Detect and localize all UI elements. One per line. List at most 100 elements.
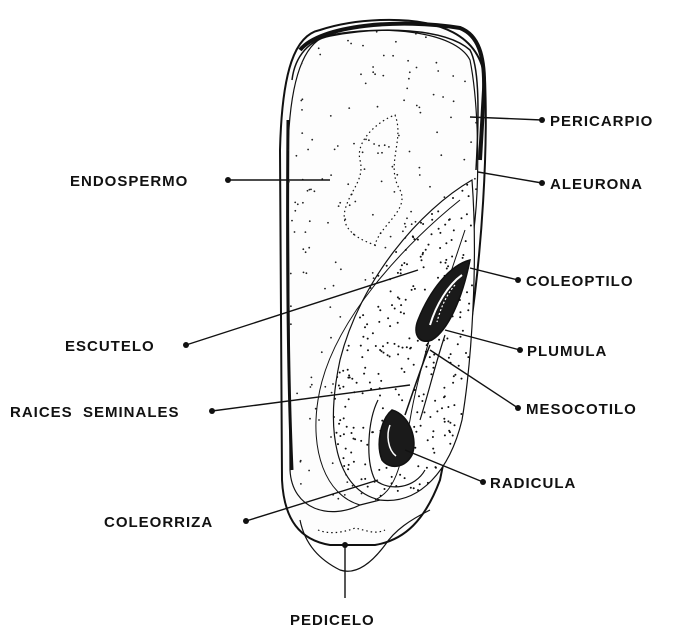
endosperm-dot	[302, 248, 304, 250]
scutellum-dot	[424, 289, 426, 291]
scutellum-dot	[377, 306, 379, 308]
endosperm-dot	[368, 139, 370, 141]
scutellum-dot	[418, 395, 420, 397]
scutellum-dot	[403, 313, 405, 315]
endosperm-dot	[331, 392, 333, 394]
scutellum-dot	[353, 461, 355, 463]
scutellum-dot	[364, 367, 366, 369]
scutellum-dot	[417, 489, 419, 491]
scutellum-dot	[339, 372, 341, 374]
scutellum-dot	[402, 347, 404, 349]
scutellum-dot	[439, 232, 441, 234]
endosperm-dot	[474, 30, 476, 32]
endosperm-dot	[306, 272, 308, 274]
endosperm-dot	[310, 386, 312, 388]
endosperm-dot	[474, 178, 476, 180]
scutellum-dot	[405, 299, 407, 301]
scutellum-dot	[476, 329, 478, 331]
scutellum-dot	[465, 240, 467, 242]
scutellum-dot	[377, 275, 379, 277]
scutellum-dot	[383, 352, 385, 354]
scutellum-dot	[437, 277, 439, 279]
endosperm-dot	[415, 33, 417, 35]
scutellum-dot	[423, 266, 425, 268]
scutellum-dot	[445, 242, 447, 244]
scutellum-dot	[454, 374, 456, 376]
endosperm-dot	[456, 504, 458, 506]
endosperm-dot	[475, 188, 477, 190]
scutellum-dot	[348, 374, 350, 376]
scutellum-dot	[339, 387, 341, 389]
scutellum-dot	[346, 426, 348, 428]
scutellum-dot	[435, 467, 437, 469]
endosperm-dot	[433, 94, 435, 96]
endosperm-dot	[405, 226, 407, 228]
scutellum-dot	[342, 386, 344, 388]
endosperm-dot	[407, 60, 409, 62]
endosperm-dot	[398, 135, 400, 137]
scutellum-dot	[447, 420, 449, 422]
scutellum-dot	[465, 409, 467, 411]
scutellum-dot	[362, 336, 364, 338]
endosperm-dot	[319, 54, 321, 56]
endosperm-dot	[385, 247, 387, 249]
scutellum-dot	[412, 285, 414, 287]
endosperm-dot	[330, 436, 332, 438]
scutellum-dot	[399, 474, 401, 476]
endosperm-dot	[383, 55, 385, 57]
endosperm-dot	[349, 204, 351, 206]
scutellum-dot	[429, 416, 431, 418]
scutellum-dot	[391, 476, 393, 478]
scutellum-dot	[375, 345, 377, 347]
scutellum-dot	[460, 413, 462, 415]
scutellum-dot	[462, 257, 464, 259]
endosperm-dot	[307, 190, 309, 192]
endosperm-dot	[476, 458, 478, 460]
endosperm-dot	[288, 181, 290, 183]
scutellum-dot	[433, 362, 435, 364]
endosperm-dot	[392, 55, 394, 57]
endosperm-dot	[377, 106, 379, 108]
scutellum-dot	[457, 343, 459, 345]
scutellum-dot	[465, 442, 467, 444]
endosperm-dot	[305, 251, 307, 253]
scutellum-dot	[362, 314, 364, 316]
scutellum-dot	[457, 444, 459, 446]
scutellum-dot	[381, 350, 383, 352]
scutellum-dot	[454, 494, 456, 496]
scutellum-dot	[359, 317, 361, 319]
endosperm-dot	[307, 149, 309, 151]
scutellum-dot	[474, 381, 476, 383]
endosperm-dot	[476, 328, 478, 330]
scutellum-dot	[434, 400, 436, 402]
scutellum-dot	[449, 431, 451, 433]
endosperm-dot	[327, 222, 329, 224]
endosperm-dot	[372, 214, 374, 216]
scutellum-dot	[412, 236, 414, 238]
endosperm-dot	[301, 132, 303, 134]
endosperm-dot	[376, 31, 378, 33]
scutellum-dot	[437, 210, 439, 212]
scutellum-dot	[443, 396, 445, 398]
scutellum-dot	[366, 444, 368, 446]
scutellum-dot	[460, 336, 462, 338]
scutellum-dot	[343, 457, 345, 459]
endosperm-dot	[453, 100, 455, 102]
scutellum-dot	[386, 265, 388, 267]
endosperm-dot	[384, 144, 386, 146]
scutellum-dot	[339, 435, 341, 437]
scutellum-dot	[348, 464, 350, 466]
scutellum-dot	[387, 354, 389, 356]
scutellum-dot	[450, 353, 452, 355]
scutellum-dot	[444, 434, 446, 436]
scutellum-dot	[387, 342, 389, 344]
scutellum-dot	[346, 349, 348, 351]
scutellum-dot	[467, 309, 469, 311]
endosperm-dot	[310, 189, 312, 191]
scutellum-dot	[465, 465, 467, 467]
scutellum-dot	[468, 393, 470, 395]
endosperm-dot	[436, 62, 438, 64]
endosperm-dot	[478, 467, 480, 469]
endosperm-dot	[404, 223, 406, 225]
endosperm-dot	[353, 143, 355, 145]
